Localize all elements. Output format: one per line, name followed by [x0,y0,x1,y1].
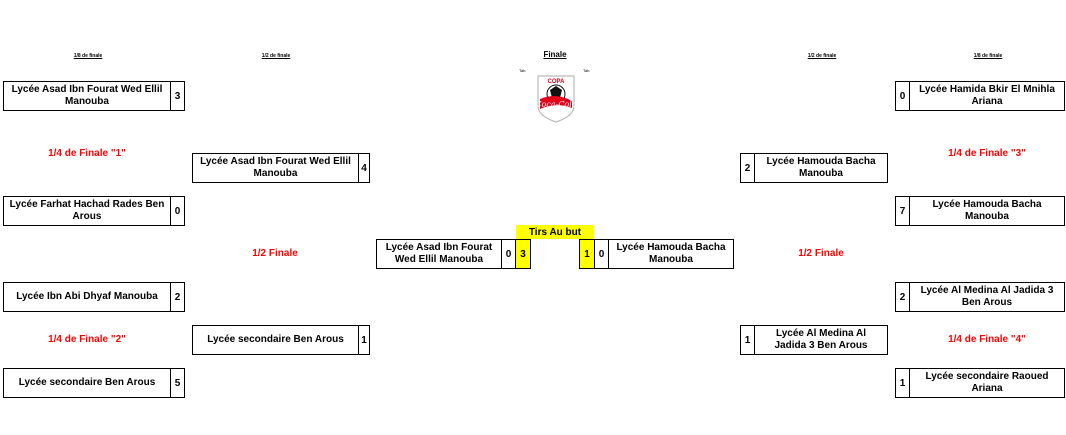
quarter-final-label: 1/4 de Finale "4" [948,334,1026,345]
score-box: 3 [170,81,185,111]
score-box: 0 [170,196,185,226]
final-penalty-left: 3 [515,239,531,269]
team-box: Lycée secondaire Ben Arous [3,368,171,398]
logo-brand-text: Coca-Cola [535,100,576,109]
score-box: 1 [895,368,910,398]
team-box: Lycée Al Medina Al Jadida 3 Ben Arous [754,325,888,355]
team-box: Lycée Asad Ibn Fourat Wed Ellil Manouba [192,153,359,183]
tab-label-left: Tab [519,68,526,73]
score-box: 2 [895,282,910,312]
header-left-qf: 1/2 de finale [261,53,291,59]
penalty-shootout-label: Tirs Au but [516,225,594,239]
header-final: Finale [543,50,567,59]
quarter-final-label: 1/4 de Finale "3" [948,148,1026,159]
score-box: 0 [895,81,910,111]
header-left-r16: 1/8 de finale [73,53,103,59]
team-box: Lycée Hamida Bkir El Mnihla Ariana [909,81,1065,111]
score-box: 7 [895,196,910,226]
team-box: Lycée Asad Ibn Fourat Wed Ellil Manouba [3,81,171,111]
score-box: 2 [740,153,755,183]
score-box: 4 [358,153,370,183]
quarter-final-label: 1/4 de Finale "1" [48,148,126,159]
final-team-left: Lycée Asad Ibn Fourat Wed Ellil Manouba [376,239,502,269]
team-box: Lycée secondaire Raoued Ariana [909,368,1065,398]
copa-coca-cola-logo: Coca-Cola COPA [531,72,581,124]
header-right-qf: 1/2 de finale [807,53,837,59]
final-penalty-right: 1 [579,239,595,269]
header-right-r16: 1/8 de finale [973,53,1003,59]
score-box: 1 [740,325,755,355]
team-box: Lycée Farhat Hachad Rades Ben Arous [3,196,171,226]
semi-final-label: 1/2 Finale [252,248,298,259]
team-box: Lycée secondaire Ben Arous [192,325,359,355]
score-box: 2 [170,282,185,312]
logo-copa-text: COPA [548,79,566,85]
final-score-left: 0 [501,239,516,269]
team-box: Lycée Ibn Abi Dhyaf Manouba [3,282,171,312]
semi-final-label: 1/2 Finale [798,248,844,259]
score-box: 1 [358,325,370,355]
team-box: Lycée Al Medina Al Jadida 3 Ben Arous [909,282,1065,312]
final-score-right: 0 [594,239,609,269]
score-box: 5 [170,368,185,398]
team-box: Lycée Hamouda Bacha Manouba [909,196,1065,226]
final-team-right: Lycée Hamouda Bacha Manouba [608,239,734,269]
tab-label-right: Tab [583,68,590,73]
quarter-final-label: 1/4 de Finale "2" [48,334,126,345]
team-box: Lycée Hamouda Bacha Manouba [754,153,888,183]
